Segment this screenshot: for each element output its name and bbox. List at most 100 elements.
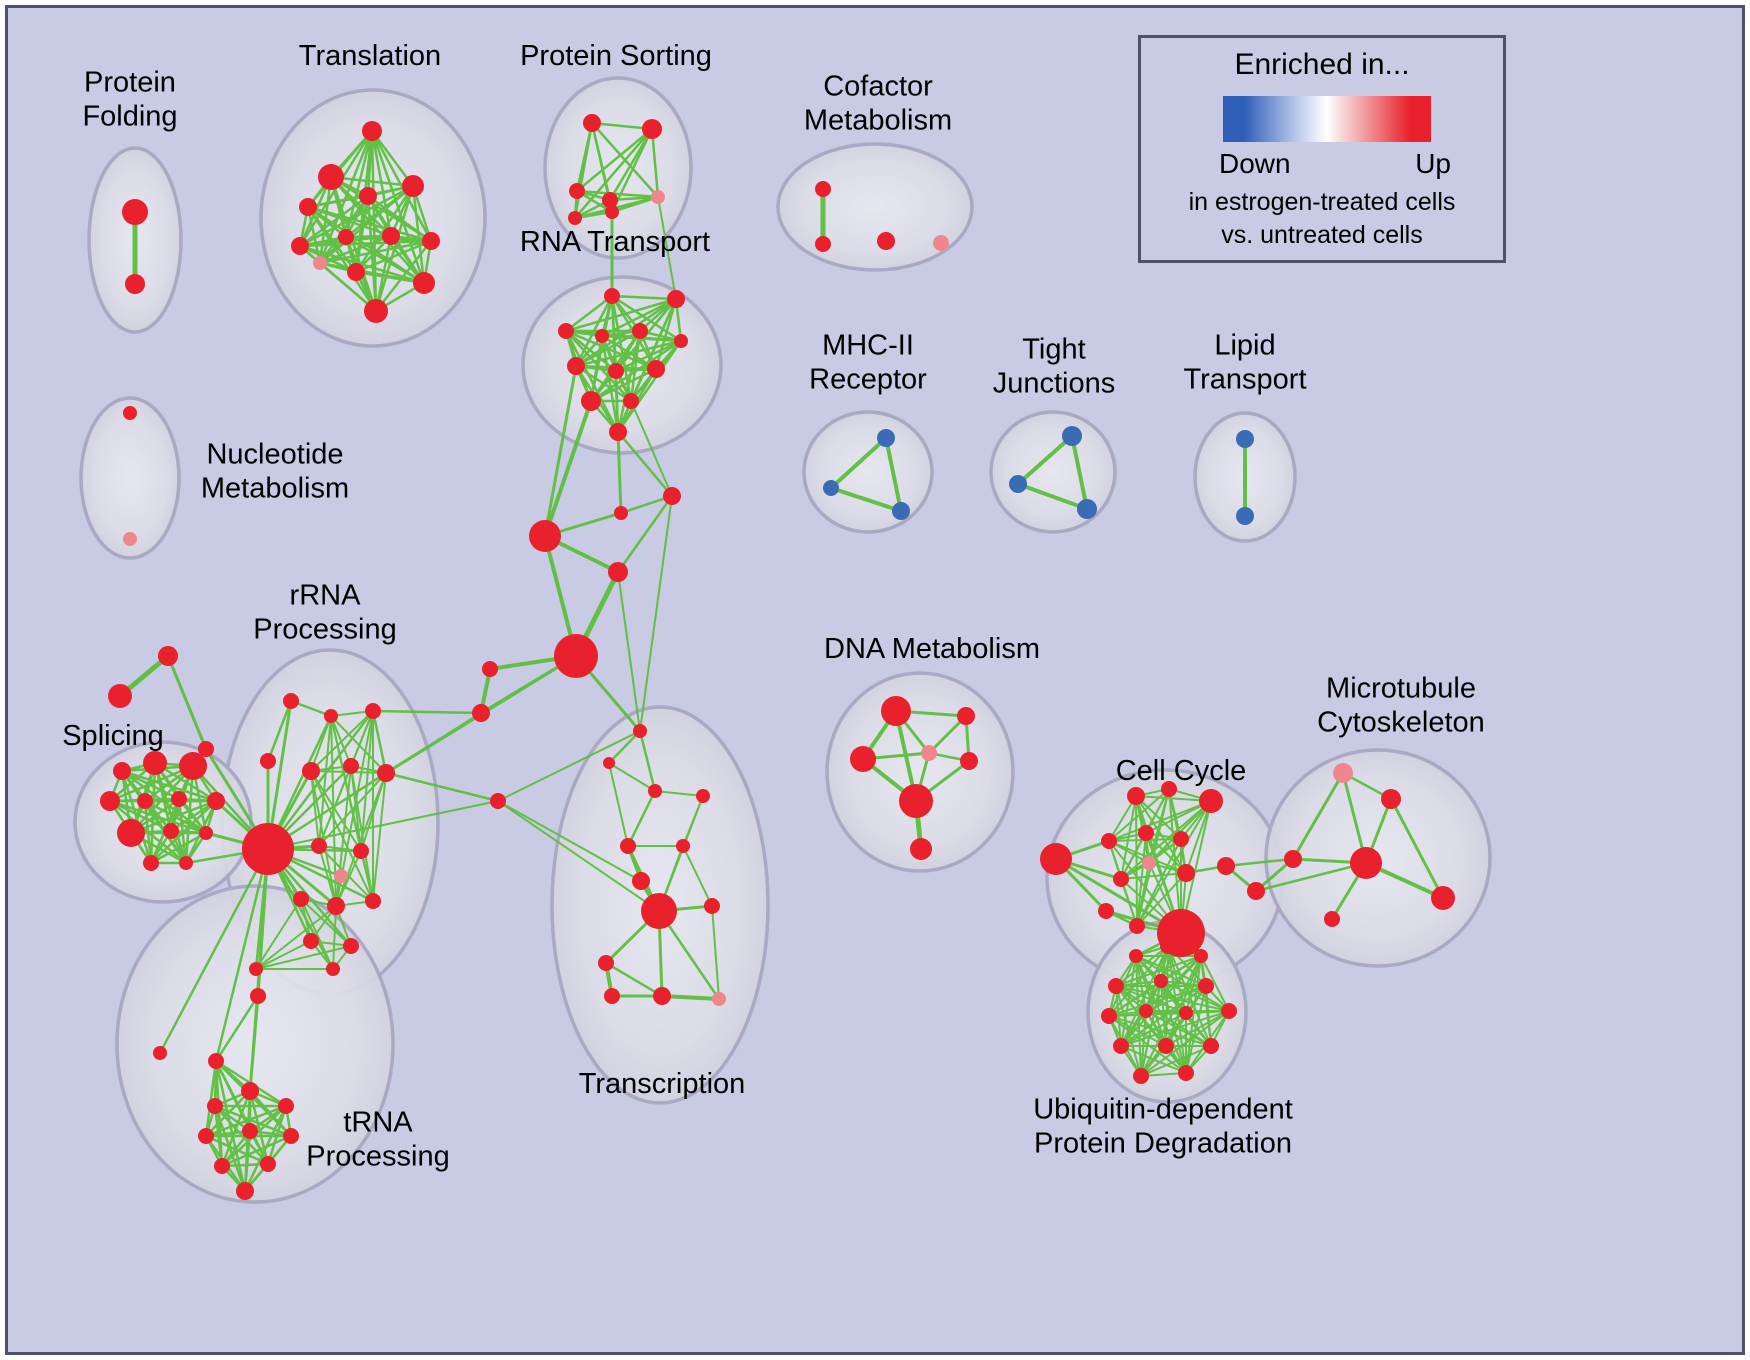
graph-node bbox=[214, 1158, 230, 1174]
graph-node bbox=[663, 487, 681, 505]
graph-node bbox=[583, 114, 601, 132]
graph-edge bbox=[711, 905, 720, 1000]
graph-node bbox=[1179, 1006, 1193, 1020]
graph-node bbox=[236, 1182, 254, 1200]
graph-edge bbox=[573, 121, 594, 220]
graph-node bbox=[1173, 831, 1189, 847]
graph-node bbox=[283, 693, 299, 709]
cluster-ellipse-cofactor-metabolism bbox=[776, 142, 974, 272]
graph-node bbox=[125, 274, 145, 294]
graph-edge bbox=[1016, 482, 1089, 511]
graph-edge bbox=[1115, 955, 1202, 987]
graph-node bbox=[318, 164, 344, 190]
graph-edge bbox=[1136, 862, 1150, 927]
graph-node bbox=[1194, 949, 1208, 963]
graph-node bbox=[422, 232, 440, 250]
graph-edge bbox=[384, 771, 500, 803]
graph-edge bbox=[654, 790, 704, 797]
graph-edge bbox=[1389, 797, 1445, 900]
graph-node bbox=[143, 855, 159, 871]
graph-node bbox=[123, 532, 137, 546]
graph-edge bbox=[1108, 980, 1162, 1017]
graph-node bbox=[413, 272, 435, 294]
graph-edge bbox=[497, 730, 641, 802]
graph-node bbox=[604, 988, 620, 1004]
graph-node bbox=[1236, 507, 1254, 525]
graph-node bbox=[143, 751, 167, 775]
graph-node bbox=[823, 480, 839, 496]
graph-edge bbox=[829, 486, 903, 513]
graph-edge bbox=[1185, 800, 1212, 874]
graph-edge bbox=[573, 127, 654, 220]
graph-node bbox=[179, 752, 207, 780]
graph-edge bbox=[213, 1104, 247, 1193]
graph-edge bbox=[616, 494, 674, 574]
graph-edge bbox=[1224, 857, 1295, 868]
graph-node bbox=[260, 753, 276, 769]
graph-edge bbox=[616, 430, 674, 498]
graph-node bbox=[303, 933, 319, 949]
graph-node bbox=[250, 988, 266, 1004]
graph-node bbox=[604, 288, 620, 304]
graph-node bbox=[1381, 789, 1401, 809]
graph-node bbox=[242, 1123, 258, 1139]
graph-node bbox=[278, 1098, 294, 1114]
graph-edge bbox=[310, 770, 362, 852]
graph-node bbox=[208, 1053, 224, 1069]
graph-edge bbox=[614, 339, 683, 373]
graph-node bbox=[957, 707, 975, 725]
graph-node bbox=[362, 121, 382, 141]
graph-edge bbox=[626, 789, 657, 848]
graph-edge bbox=[1070, 434, 1089, 511]
graph-node bbox=[567, 357, 585, 375]
graph-edge bbox=[638, 729, 657, 793]
graph-node bbox=[696, 789, 710, 803]
graph-edge bbox=[564, 329, 620, 434]
graph-node bbox=[1198, 978, 1214, 994]
graph-edge bbox=[204, 1059, 218, 1138]
graph-edge bbox=[564, 329, 658, 371]
graph-edge bbox=[1200, 955, 1230, 1012]
graph-node bbox=[198, 1128, 214, 1144]
graph-edge bbox=[1135, 795, 1187, 874]
legend-caption-line2: vs. untreated cells bbox=[1221, 221, 1423, 249]
graph-node bbox=[1113, 871, 1129, 887]
graph-edge bbox=[1160, 980, 1230, 1012]
graph-node bbox=[1101, 833, 1117, 849]
graph-node bbox=[877, 232, 895, 250]
graph-edge bbox=[354, 194, 370, 274]
graph-edge bbox=[1136, 872, 1187, 927]
graph-edge bbox=[639, 495, 673, 732]
graph-edge bbox=[497, 800, 642, 882]
graph-edge bbox=[1136, 832, 1147, 927]
graph-edge bbox=[630, 400, 673, 497]
graph-node bbox=[648, 784, 662, 798]
graph-node bbox=[198, 741, 214, 757]
graph-node bbox=[171, 791, 187, 807]
graph-edge bbox=[266, 699, 293, 763]
graph-edge bbox=[600, 334, 620, 434]
graph-edge bbox=[354, 239, 433, 274]
graph-node bbox=[647, 360, 665, 378]
graph-edge bbox=[1108, 800, 1212, 842]
graph-node bbox=[603, 757, 615, 769]
legend-gradient-bar bbox=[1223, 96, 1431, 142]
cluster-label-ubiquitin-degradation: Ubiquitin-dependent Protein Degradation bbox=[1033, 1093, 1293, 1159]
graph-edge bbox=[1108, 985, 1207, 1017]
graph-edge bbox=[616, 430, 623, 515]
graph-edge bbox=[1115, 985, 1230, 1012]
graph-node bbox=[1101, 1008, 1117, 1024]
graph-edge bbox=[335, 772, 387, 907]
graph-edge bbox=[318, 772, 387, 847]
graph-node bbox=[1139, 1004, 1153, 1018]
graph-edge bbox=[658, 795, 704, 912]
graph-edge bbox=[590, 121, 654, 131]
graph-node bbox=[137, 793, 153, 809]
graph-edge bbox=[1120, 832, 1147, 880]
graph-edge bbox=[575, 189, 660, 199]
graph-node bbox=[598, 955, 614, 971]
graph-node bbox=[1062, 426, 1082, 446]
graph-node bbox=[1350, 847, 1382, 879]
graph-edge bbox=[371, 709, 388, 775]
